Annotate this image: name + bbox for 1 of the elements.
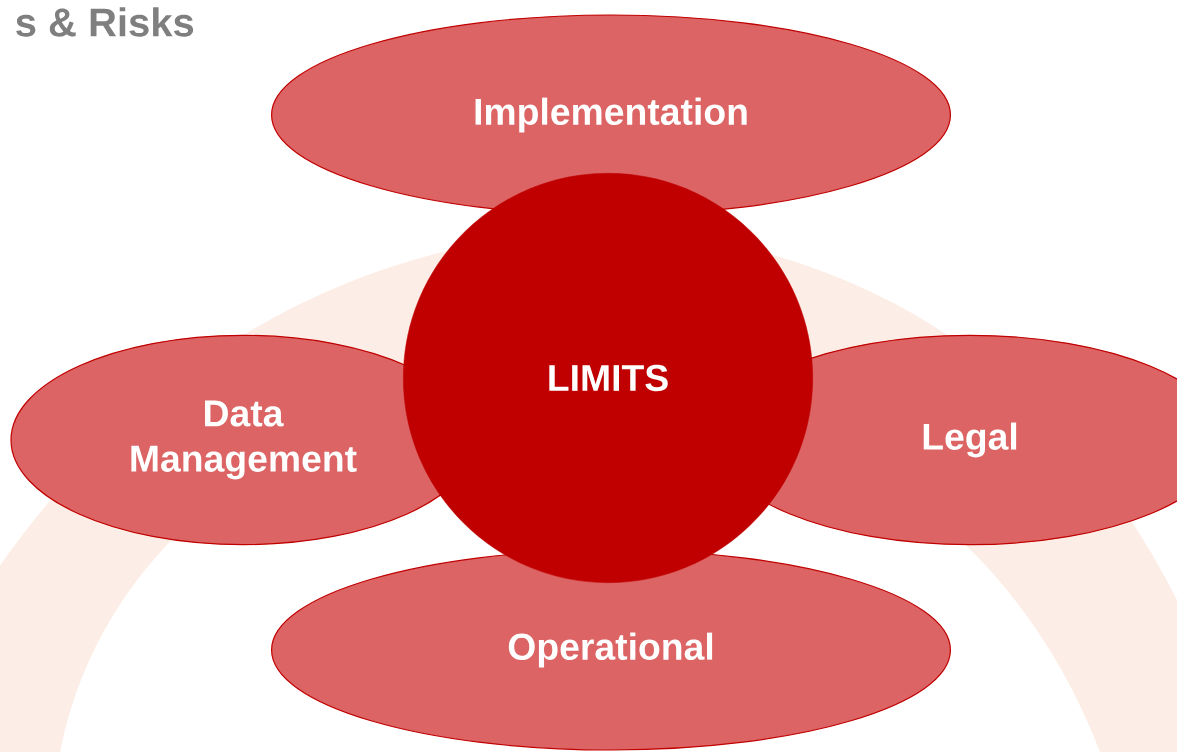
title: s & Risks (16, 7, 194, 37)
